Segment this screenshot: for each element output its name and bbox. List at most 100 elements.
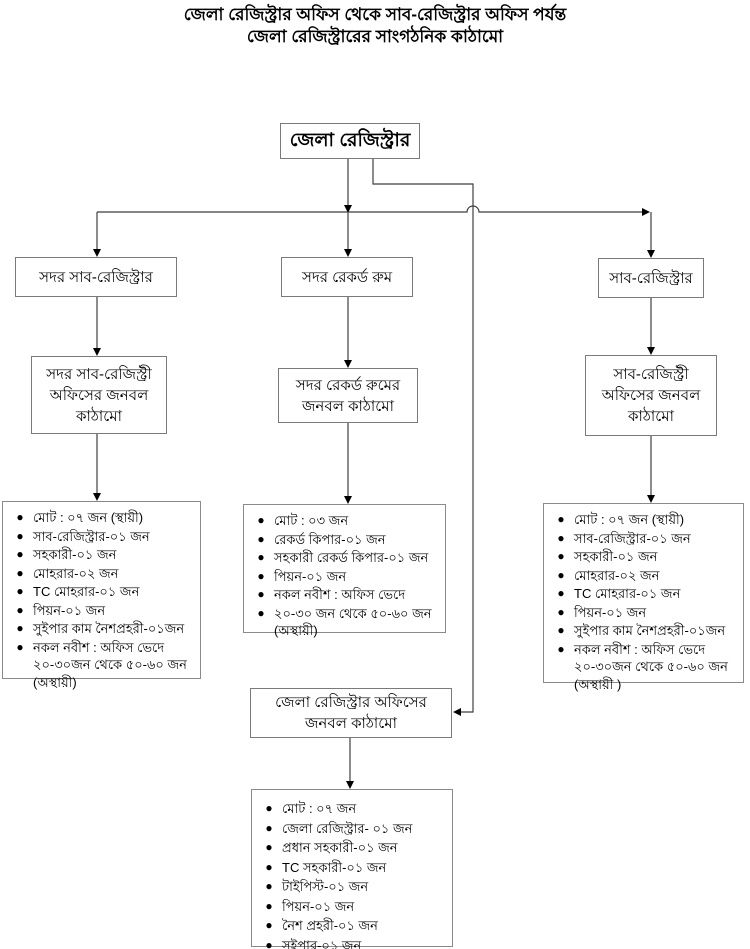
node-label: জেলা রেজিস্ট্রার অফিসের জনবল কাঠামো [275, 694, 427, 732]
list-sub-registry-staff: ●মোট : ০৭ জন (স্থায়ী) ●সাব-রেজিস্ট্রার-… [543, 503, 744, 692]
list-item: ●নৈশ প্রহরী-০১ জন [256, 917, 448, 936]
list-item: ●সাব-রেজিস্ট্রার-০১ জন [7, 528, 196, 546]
node-label: জেলা রেজিস্ট্রার [289, 129, 411, 151]
connector-main-horizontal [97, 205, 642, 213]
list-item: ●নকল নবীশ : অফিস ভেদে ২০-৩০জন থেকে ৫০-৬০… [7, 639, 196, 692]
page-title-line1: জেলা রেজিস্ট্রার অফিস থেকে সাব-রেজিস্ট্র… [183, 5, 567, 24]
bullet-icon: ● [16, 565, 24, 580]
bullet-icon: ● [265, 879, 273, 893]
list-item: ●TC মোহরার-০১ জন [7, 583, 196, 601]
arrow-down-icon [93, 493, 101, 501]
bullet-icon: ● [265, 859, 273, 874]
node-sadar-sub-registrar: সদর সাব-রেজিস্ট্রার [15, 257, 177, 297]
bullet-icon: ● [265, 937, 273, 949]
arrow-down-icon [344, 360, 352, 368]
bullet-icon: ● [557, 512, 565, 526]
bullet-icon: ● [257, 513, 265, 527]
node-label: সদর রেকর্ড রুমের জনবল কাঠামো [295, 376, 401, 415]
bullet-icon: ● [16, 547, 24, 561]
bullet-icon: ● [16, 602, 24, 617]
list-item: ●জেলা রেজিস্ট্রার- ০১ জন [256, 820, 448, 839]
arrow-down-icon [344, 249, 352, 257]
list-item: ●সুইপার কাম নৈশপ্রহরী-০১জন [7, 620, 196, 638]
list-item: ●মোট : ০৭ জন (স্থায়ী) [548, 511, 739, 529]
bullet-icon: ● [557, 641, 565, 656]
bullet-icon: ● [557, 623, 565, 637]
arrow-down-icon [647, 495, 655, 503]
bullet-icon: ● [257, 550, 265, 564]
arrow-down-icon [647, 347, 655, 355]
arrow-down-icon [346, 781, 354, 789]
list-item: ●নকল নবীশ : অফিস ভেদে [248, 586, 441, 604]
arrow-down-icon [344, 205, 352, 213]
list-item: ●সুইপার কাম নৈশপ্রহরী-০১জন [548, 622, 739, 640]
list-item: ●নকল নবীশ : অফিস ভেদে ২০-৩০জন থেকে ৫০-৬০… [548, 641, 739, 694]
bullet-icon: ● [265, 820, 273, 835]
node-sadar-record-room-staff: সদর রেকর্ড রুমের জনবল কাঠামো [278, 368, 418, 423]
arrow-down-icon [93, 249, 101, 257]
list-item: ●সুইপার-০১ জন [256, 937, 448, 949]
list-item: ●পিয়ন-০১ জন [548, 604, 739, 622]
bullet-icon: ● [16, 510, 24, 524]
list-item: ●২০-৩০ জন থেকে ৫০-৬০ জন (অস্থায়ী) [248, 605, 441, 640]
bullet-icon: ● [557, 549, 565, 563]
node-sub-registrar: সাব-রেজিস্ট্রার [598, 258, 704, 298]
bullet-icon: ● [257, 531, 265, 546]
list-item: ●মোহরার-০২ জন [548, 567, 739, 585]
list-item: ●পিয়ন-০১ জন [7, 602, 196, 620]
arrow-down-icon [344, 496, 352, 504]
list-item: ●মোট : ০৩ জন [248, 512, 441, 530]
list-sadar-record-room-staff: ●মোট : ০৩ জন ●রেকর্ড কিপার-০১ জন ●সহকারী… [243, 504, 446, 638]
bullet-icon: ● [557, 586, 565, 600]
bullet-icon: ● [16, 621, 24, 635]
bullet-icon: ● [557, 530, 565, 545]
list-item: ●মোট : ০৭ জন [256, 800, 448, 819]
node-label: সাব-রেজিস্ট্রী অফিসের জনবল কাঠামো [601, 366, 701, 425]
bullet-icon: ● [16, 584, 24, 598]
list-item: ●মোট : ০৭ জন (স্থায়ী) [7, 509, 196, 527]
node-label: সদর সাব-রেজিস্ট্রার [39, 268, 153, 286]
bullet-icon: ● [257, 605, 265, 620]
list-item: ●পিয়ন-০১ জন [248, 568, 441, 586]
node-label: সাব-রেজিস্ট্রার [609, 269, 693, 287]
list-item: ●পিয়ন-০১ জন [256, 898, 448, 917]
node-sadar-sub-registry-staff: সদর সাব-রেজিস্ট্রী অফিসের জনবল কাঠামো [31, 356, 167, 434]
list-item: ●সাব-রেজিস্ট্রার-০১ জন [548, 530, 739, 548]
bullet-icon: ● [265, 801, 273, 815]
arrow-down-icon [647, 250, 655, 258]
list-item: ●সহকারী রেকর্ড কিপার-০১ জন [248, 549, 441, 567]
bullet-icon: ● [16, 528, 24, 543]
list-item: ●সহকারী-০১ জন [548, 548, 739, 566]
bullet-icon: ● [265, 918, 273, 932]
list-item: ●TC সহকারী-০১ জন [256, 859, 448, 878]
list-sadar-sub-registry-staff: ●মোট : ০৭ জন (স্থায়ী) ●সাব-রেজিস্ট্রার-… [2, 501, 201, 690]
list-item: ●মোহরার-০২ জন [7, 565, 196, 583]
node-sub-registry-staff: সাব-রেজিস্ট্রী অফিসের জনবল কাঠামো [585, 355, 717, 436]
list-item: ●প্রধান সহকারী-০১ জন [256, 839, 448, 858]
list-item: ●TC মোহরার-০১ জন [548, 585, 739, 603]
arrow-down-icon [93, 348, 101, 356]
node-label: সদর সাব-রেজিস্ট্রী অফিসের জনবল কাঠামো [46, 365, 152, 425]
bullet-icon: ● [557, 567, 565, 582]
node-district-registrar-office-staff: জেলা রেজিস্ট্রার অফিসের জনবল কাঠামো [250, 688, 452, 738]
node-label: সদর রেকর্ড রুম [301, 268, 393, 286]
arrow-right-icon [642, 208, 650, 216]
page-title-line2: জেলা রেজিস্ট্রারের সাংগঠনিক কাঠামো [246, 27, 504, 46]
list-district-registrar-office-staff: ●মোট : ০৭ জন ●জেলা রেজিস্ট্রার- ০১ জন ●প… [251, 789, 453, 949]
connector-root-to-district-office [372, 158, 474, 713]
list-item: ●টাইপিস্ট-০১ জন [256, 878, 448, 897]
bullet-icon: ● [265, 898, 273, 913]
bullet-icon: ● [257, 568, 265, 583]
bullet-icon: ● [557, 604, 565, 619]
bullet-icon: ● [16, 639, 24, 654]
arrow-left-icon [453, 708, 461, 716]
list-item: ●রেকর্ড কিপার-০১ জন [248, 531, 441, 549]
bullet-icon: ● [265, 840, 273, 854]
bullet-icon: ● [257, 587, 265, 601]
page-title: জেলা রেজিস্ট্রার অফিস থেকে সাব-রেজিস্ট্র… [0, 4, 750, 48]
node-district-registrar: জেলা রেজিস্ট্রার [280, 123, 420, 159]
node-sadar-record-room: সদর রেকর্ড রুম [281, 257, 413, 297]
arrowheads [93, 205, 655, 789]
